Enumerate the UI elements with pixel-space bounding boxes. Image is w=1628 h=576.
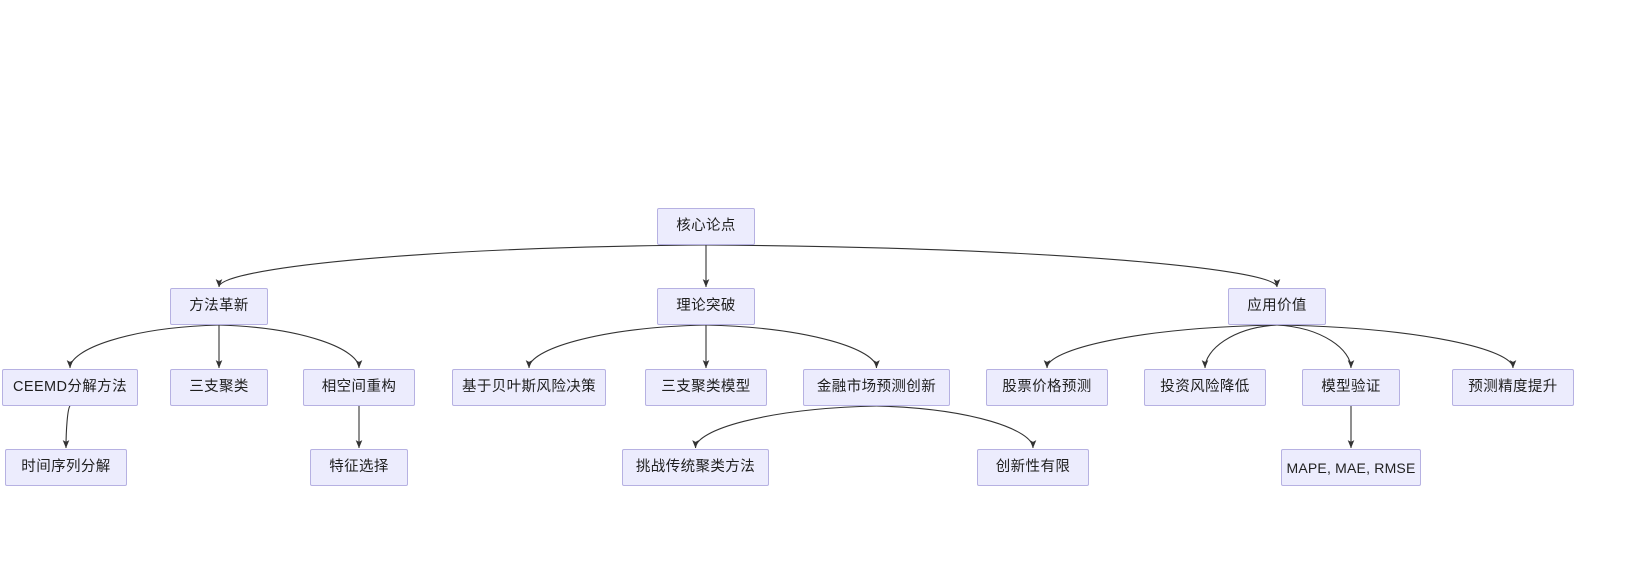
node-risk[interactable]: 投资风险降低: [1144, 369, 1266, 406]
node-value[interactable]: 应用价值: [1228, 288, 1326, 325]
node-label: 创新性有限: [995, 459, 1071, 476]
node-label: 核心论点: [676, 218, 736, 235]
edge-paths: [62, 244, 1517, 449]
edge-root-to-value: [705, 244, 1281, 288]
node-limited[interactable]: 创新性有限: [977, 449, 1089, 486]
node-challenge[interactable]: 挑战传统聚类方法: [622, 449, 769, 486]
node-label: 相空间重构: [321, 379, 397, 396]
node-phase[interactable]: 相空间重构: [303, 369, 415, 406]
node-label: 股票价格预测: [1002, 379, 1092, 396]
edge-value-to-risk: [1201, 324, 1278, 369]
node-bayes[interactable]: 基于贝叶斯风险决策: [452, 369, 606, 406]
node-label: 时间序列分解: [21, 459, 111, 476]
node-finance[interactable]: 金融市场预测创新: [803, 369, 950, 406]
node-label: 方法革新: [189, 298, 249, 315]
node-root[interactable]: 核心论点: [657, 208, 755, 245]
node-label: 应用价值: [1247, 298, 1307, 315]
node-label: 金融市场预测创新: [816, 379, 937, 396]
node-label: 三支聚类: [189, 379, 249, 396]
node-tri[interactable]: 三支聚类: [170, 369, 268, 406]
node-feature[interactable]: 特征选择: [310, 449, 408, 486]
node-label: 三支聚类模型: [661, 379, 751, 396]
node-label: 基于贝叶斯风险决策: [461, 379, 597, 396]
edge-theory-to-finance: [705, 324, 880, 369]
node-verify[interactable]: 模型验证: [1302, 369, 1400, 406]
node-label: CEEMD分解方法: [13, 379, 127, 396]
node-label: 特征选择: [329, 459, 389, 476]
node-label: 预测精度提升: [1468, 379, 1558, 396]
node-trimodel[interactable]: 三支聚类模型: [645, 369, 767, 406]
node-method[interactable]: 方法革新: [170, 288, 268, 325]
edge-value-to-verify: [1276, 324, 1355, 369]
node-stock[interactable]: 股票价格预测: [986, 369, 1108, 406]
edge-method-to-phase: [218, 324, 363, 369]
node-label: 投资风险降低: [1160, 379, 1250, 396]
edge-theory-to-bayes: [525, 324, 707, 369]
node-label: 挑战传统聚类方法: [635, 459, 756, 476]
edge-ceemd-to-tsdecomp: [62, 405, 71, 449]
node-accuracy[interactable]: 预测精度提升: [1452, 369, 1574, 406]
node-label: MAPE, MAE, RMSE: [1286, 459, 1416, 476]
edge-method-to-ceemd: [66, 324, 220, 369]
node-label: 理论突破: [676, 298, 736, 315]
edge-value-to-accuracy: [1276, 324, 1517, 369]
node-tsdecomp[interactable]: 时间序列分解: [5, 449, 127, 486]
node-metrics[interactable]: MAPE, MAE, RMSE: [1281, 449, 1421, 486]
edge-root-to-method: [215, 244, 707, 288]
edge-finance-to-limited: [876, 405, 1037, 449]
node-theory[interactable]: 理论突破: [657, 288, 755, 325]
node-label: 模型验证: [1321, 379, 1381, 396]
edge-finance-to-challenge: [692, 405, 877, 449]
node-ceemd[interactable]: CEEMD分解方法: [2, 369, 138, 406]
edge-value-to-stock: [1043, 324, 1278, 369]
